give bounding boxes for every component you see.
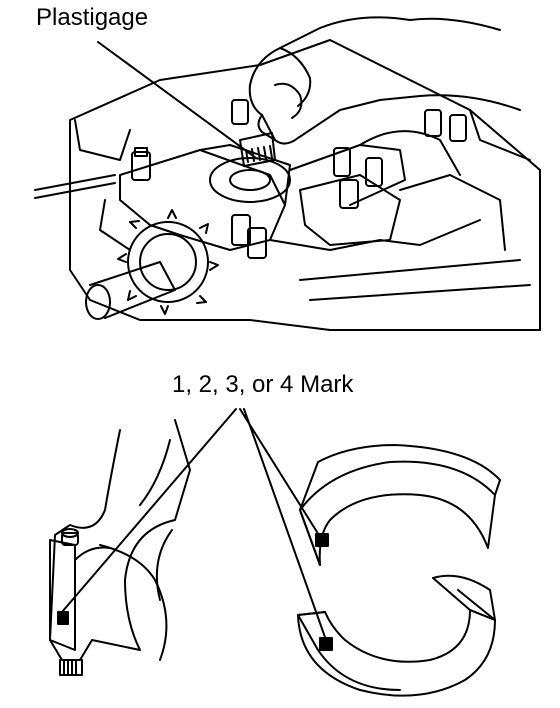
hand [248, 16, 521, 145]
sprocket [117, 209, 219, 315]
mark-label: 1, 2, 3, or 4 Mark [172, 371, 354, 398]
connecting-rod-illustration [49, 419, 191, 676]
upper-bearing-shell [299, 444, 501, 566]
lower-bearing-shell [297, 574, 496, 697]
mark-leader-lines [61, 408, 327, 641]
engine-block-illustration [34, 39, 541, 331]
plastigage-label: Plastigage [36, 4, 149, 31]
plastigage-leader-line [97, 41, 257, 159]
rod-mark [57, 611, 69, 625]
